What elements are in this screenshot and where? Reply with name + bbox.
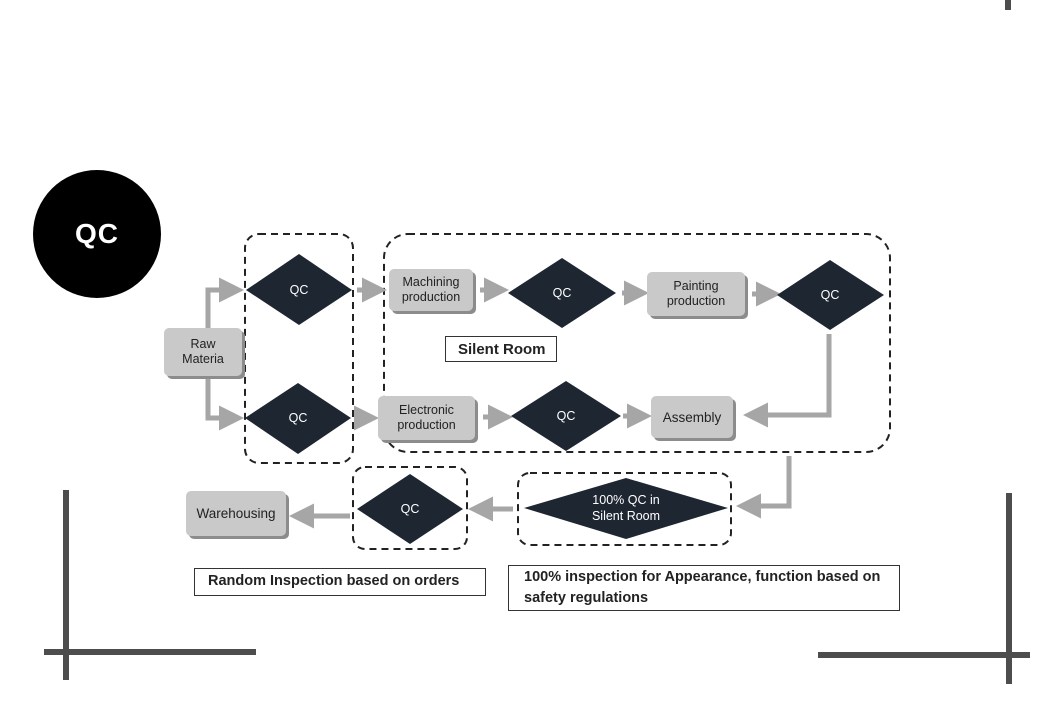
arrow-silent-room-to-final-qc: [736, 456, 792, 519]
arrow-qc-to-assembly: [743, 334, 832, 428]
qc-electronic-diamond: [511, 381, 621, 451]
random-inspection-note: Random Inspection based on orders: [194, 568, 486, 596]
qc-bottom-diamond: [245, 383, 351, 454]
raw-material-box: Raw Materia: [164, 328, 242, 376]
qc-title-text: QC: [75, 218, 119, 249]
random-qc-group: [352, 466, 468, 550]
silent-room-group: [383, 233, 891, 453]
qc-diamonds: [245, 254, 884, 544]
qc-final-diamond: [524, 478, 728, 539]
assembly-box: Assembly: [651, 396, 733, 438]
qc-top-diamond: [246, 254, 352, 325]
electronic-production-box: Electronic production: [378, 396, 475, 440]
incoming-qc-group: [244, 233, 354, 464]
qc-title-badge: QC: [33, 170, 161, 298]
dashed-group-frames: [244, 233, 891, 550]
corner-frame-lines: [44, 0, 1030, 684]
painting-production-box: Painting production: [647, 272, 745, 316]
arrow-raw-to-qc-top: [205, 277, 244, 330]
final-qc-group: [517, 472, 732, 546]
qc-painting-diamond: [777, 260, 884, 330]
full-inspection-note: 100% inspection for Appearance, function…: [508, 565, 900, 611]
warehousing-box: Warehousing: [186, 491, 286, 536]
qc-random-diamond: [357, 474, 463, 544]
machining-production-box: Machining production: [389, 269, 473, 311]
qc-machining-diamond: [508, 258, 616, 328]
flow-arrows: [205, 277, 832, 529]
silent-room-label: Silent Room: [445, 336, 557, 362]
arrow-raw-to-qc-bottom: [205, 376, 244, 431]
